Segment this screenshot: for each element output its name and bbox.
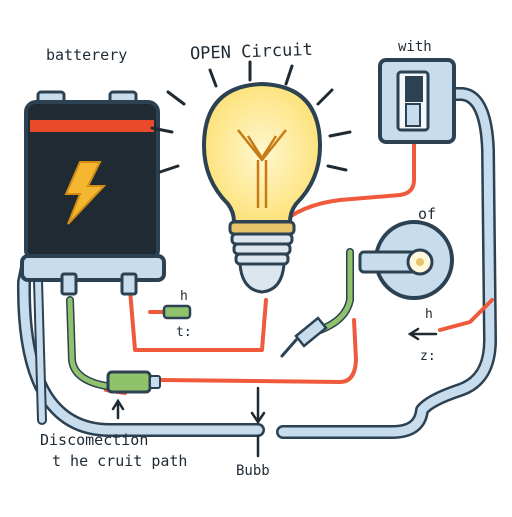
switch-icon — [378, 58, 456, 144]
arrow-left-icon — [407, 327, 438, 341]
pipe-conductors — [16, 87, 497, 439]
connector-label-z-right: z: — [420, 349, 436, 364]
light-bulb-icon — [150, 60, 352, 294]
lightning-bolt-icon — [64, 161, 107, 225]
battery-label: batterery — [46, 46, 128, 64]
arrow-up-icon — [111, 398, 125, 420]
terminal-label: of — [418, 205, 437, 223]
plug-icon — [106, 304, 328, 394]
battery-icon — [20, 90, 166, 296]
connector-label-h-left: h — [180, 289, 188, 304]
bulb-label: Bubb — [236, 463, 270, 479]
switch-label: with — [398, 39, 432, 55]
diagram-title: OPEN Circuit — [189, 39, 314, 65]
caption-line-1: Discomection — [40, 431, 149, 449]
connector-label-t-left: t: — [176, 325, 192, 340]
caption-line-2: t he cruit path — [52, 452, 188, 470]
connector-label-h-right: h — [425, 307, 433, 322]
terminal-knob-icon — [358, 220, 454, 300]
arrow-down-icon — [250, 386, 266, 458]
